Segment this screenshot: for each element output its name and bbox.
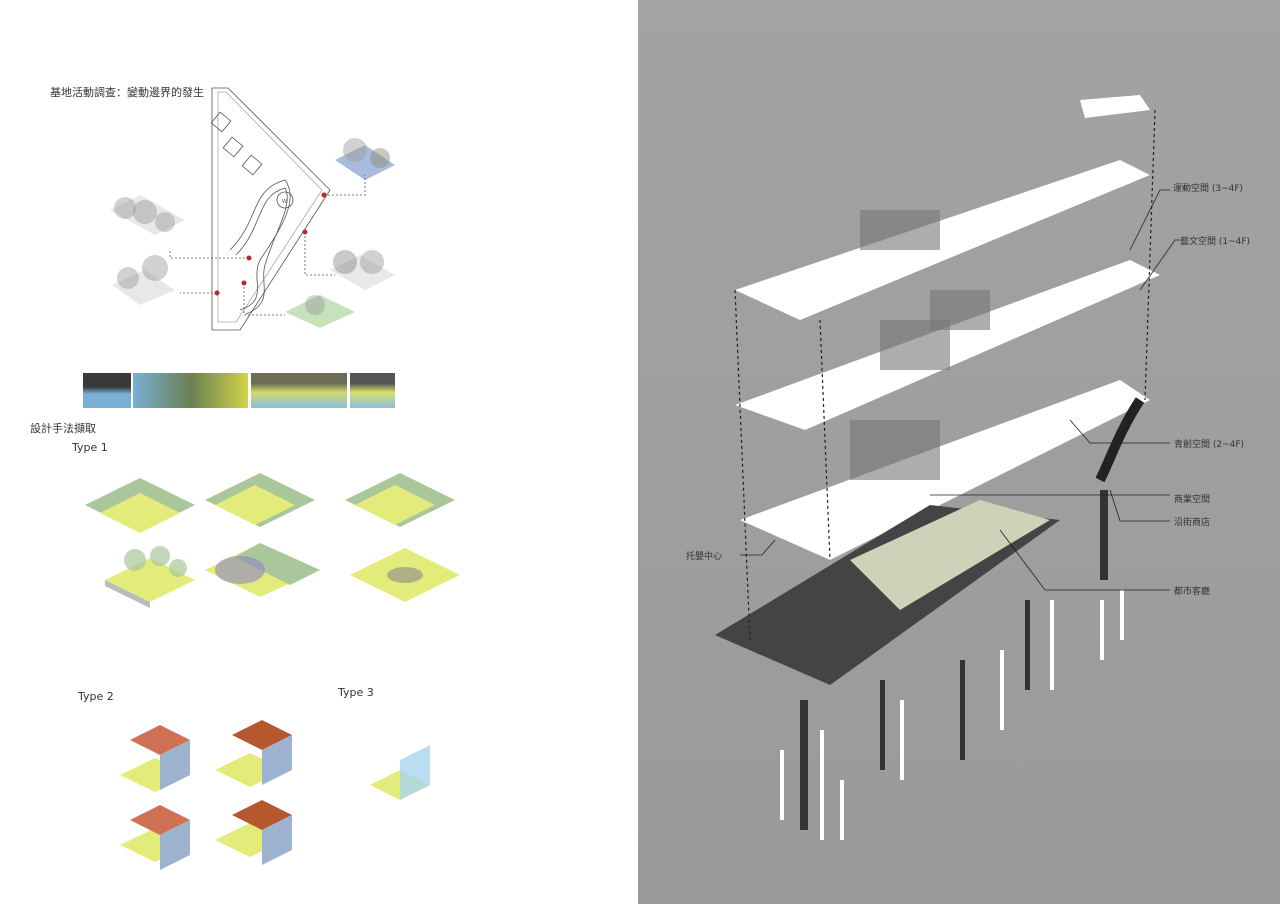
site-photo [251, 373, 347, 408]
well-marker: W [282, 199, 287, 205]
site-plan [210, 87, 331, 331]
survey-title: 基地活動調查：變動邊界的發生 [50, 86, 204, 99]
label-nursery: 托嬰中心 [686, 552, 723, 562]
roof-slab [1080, 95, 1150, 118]
site-photo [350, 373, 395, 408]
axonometric-panel: 運動空間 (3~4F) 藝文空間 (1~4F) 青創空間 (2~4F) 商業空間… [638, 0, 1280, 904]
type1-diagrams [85, 473, 460, 608]
type3-label: Type 3 [338, 686, 374, 699]
floor-2 [740, 380, 1150, 560]
type2-type3-diagrams [120, 720, 430, 870]
survey-drawings: W [85, 87, 460, 870]
survey-panel: W [0, 0, 638, 904]
label-sports-space: 運動空間 (3~4F) [1173, 184, 1244, 194]
label-youth-space: 青創空間 (2~4F) [1174, 440, 1245, 450]
label-street-shops: 沿街商店 [1174, 518, 1211, 528]
columns [780, 590, 1124, 840]
site-photo [133, 373, 248, 408]
site-photo [83, 373, 131, 408]
label-arts-space: 藝文空間 (1~4F) [1180, 237, 1251, 247]
floor-4 [735, 160, 1150, 320]
axonometric-drawing [715, 95, 1180, 840]
type2-label: Type 2 [78, 690, 114, 703]
urban-living-room-area [850, 500, 1050, 610]
method-title: 設計手法擷取 [30, 422, 96, 435]
activity-vignettes [110, 138, 395, 328]
label-urban-living-room: 都市客廳 [1174, 587, 1211, 597]
label-commercial-space: 商業空間 [1174, 495, 1211, 505]
type1-label: Type 1 [72, 441, 108, 454]
